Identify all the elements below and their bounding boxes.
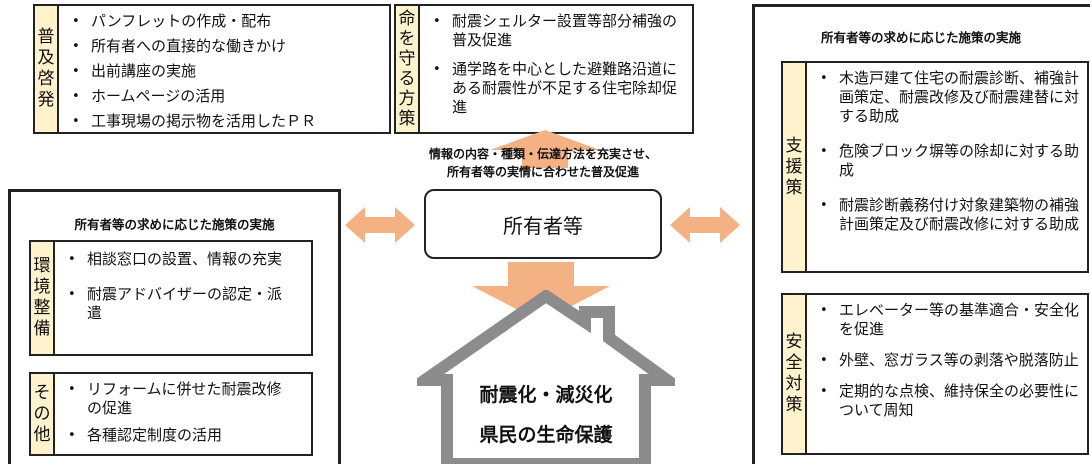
list-item: 所有者への直接的な働きかけ	[65, 37, 391, 56]
house-shape	[417, 290, 675, 464]
environment-list: 相談窓口の設置、情報の充実 耐震アドバイザーの認定・派遣	[61, 250, 287, 329]
tab-char: 策	[785, 395, 803, 415]
tab-char: 全	[785, 353, 803, 373]
caption-line: 情報の内容・種類・伝達方法を充実させ、	[428, 147, 657, 161]
awareness-list: パンフレットの作成・配布 所有者への直接的な働きかけ 出前講座の実施 ホームペー…	[65, 12, 391, 137]
list-item: 出前講座の実施	[65, 62, 391, 81]
caption-text: 情報の内容・種類・伝達方法を充実させ、 所有者等の実情に合わせた普及促進	[390, 145, 696, 181]
awareness-box: 普 及 啓 発 パンフレットの作成・配布 所有者への直接的な働きかけ 出前講座の…	[33, 4, 391, 134]
list-item: 耐震アドバイザーの認定・派遣	[61, 285, 287, 323]
tab-char: 環	[33, 256, 51, 276]
other-list: リフォームに併せた耐震改修の促進 各種認定制度の活用	[61, 380, 287, 451]
tab-char: る	[398, 69, 416, 89]
right-double-arrow	[670, 207, 740, 243]
house-text: 耐震化・減災化 県民の生命保護	[447, 380, 645, 460]
list-item: 工事現場の掲示物を活用したＰＲ	[65, 112, 391, 131]
tab-char: 他	[33, 424, 51, 445]
owner-label: 所有者等	[503, 213, 583, 238]
support-box: 支 援 策 木造戸建て住宅の耐震診断、補強計画策定、耐震改修及び耐震建替に対する…	[781, 61, 1089, 273]
list-item: 各種認定制度の活用	[61, 426, 287, 445]
safety-tab: 安 全 対 策	[783, 295, 807, 453]
left-panel-title: 所有者等の求めに応じた施策の実施	[74, 217, 275, 232]
other-box: そ の 他 リフォームに併せた耐震改修の促進 各種認定制度の活用	[29, 372, 313, 456]
tab-char: 啓	[37, 69, 55, 89]
other-tab: そ の 他	[31, 374, 55, 454]
owner-box: 所有者等	[424, 189, 662, 259]
list-item: 定期的な点検、維持保全の必要性について周知	[813, 382, 1089, 420]
right-panel: 所有者等の求めに応じた施策の実施 支 援 策 木造戸建て住宅の耐震診断、補強計画…	[752, 4, 1090, 464]
tab-char: 普	[37, 27, 55, 47]
tab-char: を	[398, 29, 416, 49]
support-tab: 支 援 策	[783, 63, 807, 271]
life-protection-box: 命 を 守 る 方 策 耐震シェルター設置等部分補強の普及促進 通学路を中心とし…	[394, 4, 694, 134]
tab-char: 安	[785, 332, 803, 352]
life-protection-tab: 命 を 守 る 方 策	[396, 6, 420, 132]
tab-char: 方	[398, 89, 416, 109]
tab-char: 備	[33, 319, 51, 339]
right-panel-title: 所有者等の求めに応じた施策の実施	[820, 30, 1021, 45]
safety-list: エレベーター等の基準適合・安全化を促進 外壁、窓ガラス等の剥落や脱落防止 定期的…	[813, 301, 1089, 426]
tab-char: 発	[37, 90, 55, 110]
support-list: 木造戸建て住宅の耐震診断、補強計画策定、耐震改修及び耐震建替に対する助成 危険ブ…	[813, 69, 1089, 240]
list-item: 通学路を中心とした避難路沿道にある耐震性が不足する住宅除却促進	[426, 60, 690, 117]
caption-line: 所有者等の実情に合わせた普及促進	[446, 165, 639, 179]
list-item: 相談窓口の設置、情報の充実	[61, 250, 287, 269]
safety-box: 安 全 対 策 エレベーター等の基準適合・安全化を促進 外壁、窓ガラス等の剥落や…	[781, 293, 1089, 455]
tab-char: 命	[398, 9, 416, 29]
tab-char: 境	[33, 277, 51, 297]
list-item: 耐震シェルター設置等部分補強の普及促進	[426, 12, 690, 50]
left-double-arrow	[345, 207, 415, 243]
tab-char: 対	[785, 374, 803, 394]
list-item: 外壁、窓ガラス等の剥落や脱落防止	[813, 351, 1089, 370]
caption-arrow	[490, 130, 600, 168]
tab-char: そ	[33, 382, 51, 403]
list-item: パンフレットの作成・配布	[65, 12, 391, 31]
house-line: 耐震化・減災化	[479, 384, 613, 406]
tab-char: 守	[398, 49, 416, 69]
list-item: 危険ブロック塀等の除却に対する助成	[813, 142, 1089, 180]
environment-tab: 環 境 整 備	[31, 242, 55, 354]
list-item: 耐震診断義務付け対象建築物の補強計画策定及び耐震改修に対する助成	[813, 196, 1089, 234]
list-item: ホームページの活用	[65, 87, 391, 106]
life-protection-list: 耐震シェルター設置等部分補強の普及促進 通学路を中心とした避難路沿道にある耐震性…	[426, 12, 690, 123]
list-item: リフォームに併せた耐震改修の促進	[61, 380, 287, 418]
list-item: 木造戸建て住宅の耐震診断、補強計画策定、耐震改修及び耐震建替に対する助成	[813, 69, 1089, 126]
tab-char: の	[33, 403, 51, 424]
house-line: 県民の生命保護	[479, 424, 613, 446]
left-panel: 所有者等の求めに応じた施策の実施 環 境 整 備 相談窓口の設置、情報の充実 耐…	[8, 189, 341, 464]
tab-char: 整	[33, 298, 51, 318]
tab-char: 援	[785, 156, 803, 177]
tab-char: 策	[785, 177, 803, 198]
environment-box: 環 境 整 備 相談窓口の設置、情報の充実 耐震アドバイザーの認定・派遣	[29, 240, 313, 356]
tab-char: 支	[785, 135, 803, 156]
awareness-tab: 普 及 啓 発	[35, 6, 59, 132]
tab-char: 及	[37, 48, 55, 68]
list-item: エレベーター等の基準適合・安全化を促進	[813, 301, 1089, 339]
tab-char: 策	[398, 109, 416, 129]
